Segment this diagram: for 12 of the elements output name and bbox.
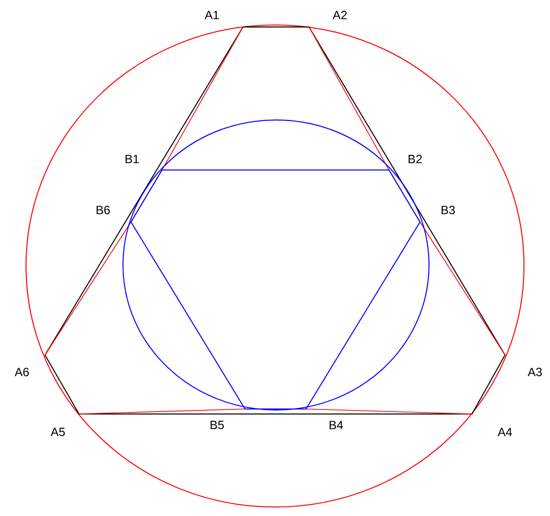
point-label: A4	[498, 428, 512, 436]
point-label: B4	[330, 420, 343, 430]
point-label: B5	[210, 420, 224, 430]
point-label: A6	[14, 368, 29, 376]
point-label: B2	[408, 154, 422, 164]
point-label: A1	[204, 10, 219, 20]
point-label: B1	[126, 154, 139, 164]
point-label: A5	[50, 428, 65, 436]
point-label: A2	[332, 10, 347, 20]
point-label: B6	[96, 206, 110, 214]
point-label: A3	[528, 368, 542, 376]
point-label: B3	[442, 206, 455, 214]
